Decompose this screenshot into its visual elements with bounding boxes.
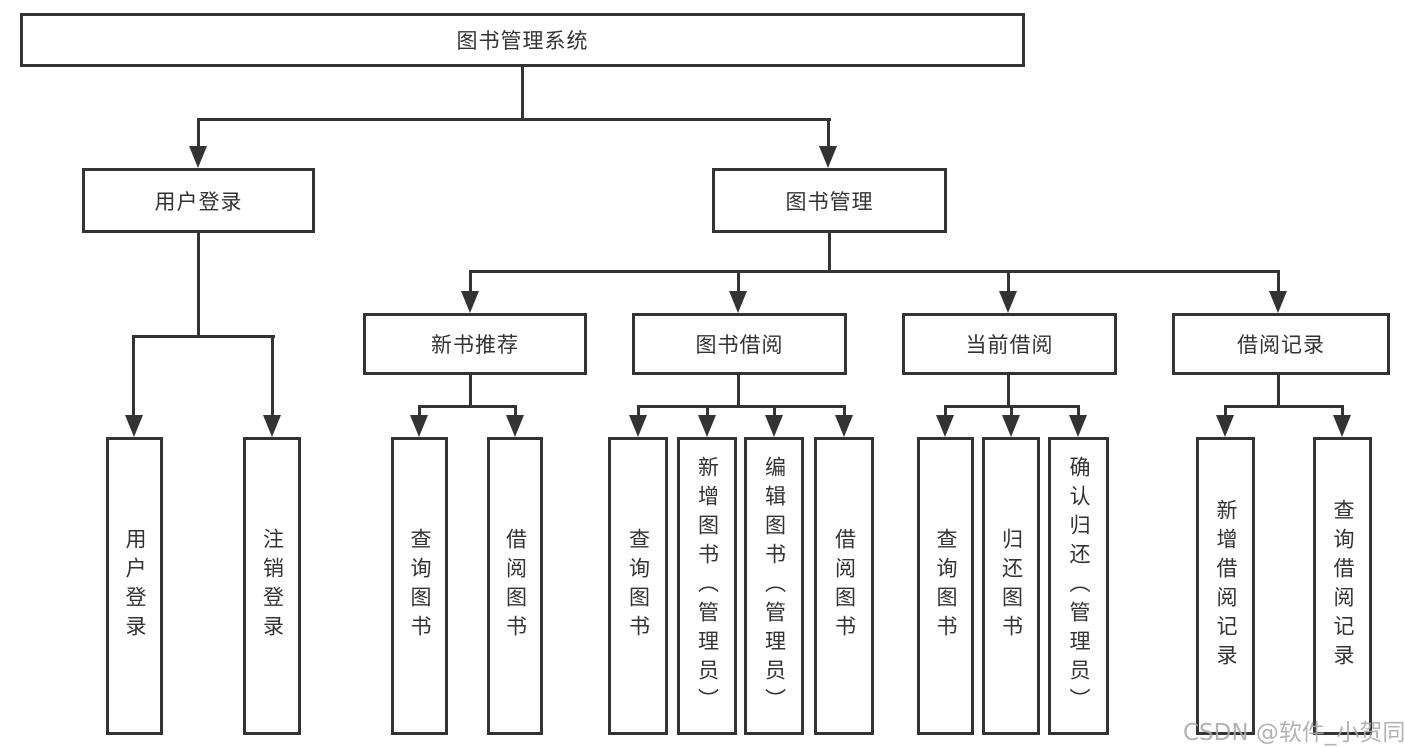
connector-line (828, 233, 831, 273)
connector-line (1010, 405, 1013, 419)
node-book-borrow: 图书借阅 (632, 313, 847, 375)
arrow-down-icon (698, 415, 716, 437)
leaf-bb-query-books: 查询图书 (608, 437, 668, 735)
arrow-down-icon (765, 415, 783, 437)
connector-line (469, 270, 1280, 273)
arrow-down-icon (1269, 291, 1287, 313)
node-current-borrow: 当前借阅 (902, 313, 1117, 375)
arrow-down-icon (835, 415, 853, 437)
node-borrow-records: 借阅记录 (1172, 313, 1390, 375)
connector-line (773, 405, 776, 419)
connector-line (521, 67, 524, 119)
connector-line (737, 270, 740, 295)
arrow-down-icon (1069, 415, 1087, 437)
connector-line (1077, 405, 1080, 419)
arrow-down-icon (1216, 415, 1234, 437)
arrow-down-icon (263, 415, 281, 437)
arrow-down-icon (819, 146, 837, 168)
arrow-down-icon (999, 291, 1017, 313)
leaf-bb-add-books-admin: 新增图书（管理员） (677, 437, 737, 735)
connector-line (1224, 405, 1227, 419)
connector-line (197, 118, 200, 150)
arrow-down-icon (125, 415, 143, 437)
arrow-down-icon (729, 291, 747, 313)
node-root: 图书管理系统 (20, 13, 1025, 67)
leaf-user-login: 用户登录 (106, 437, 163, 735)
connector-line (706, 405, 709, 419)
leaf-cb-query-books: 查询图书 (917, 437, 974, 735)
node-user-login: 用户登录 (82, 168, 315, 233)
connector-line (637, 405, 845, 408)
arrow-down-icon (189, 146, 207, 168)
connector-line (197, 118, 831, 121)
leaf-bb-borrow-books: 借阅图书 (814, 437, 874, 735)
connector-line (469, 270, 472, 295)
leaf-nb-borrow-books: 借阅图书 (487, 437, 543, 735)
connector-line (843, 405, 846, 419)
connector-line (1007, 270, 1010, 295)
connector-line (197, 233, 200, 337)
arrow-down-icon (410, 415, 428, 437)
node-new-book-recommend: 新书推荐 (363, 313, 587, 375)
arrow-down-icon (629, 415, 647, 437)
connector-line (418, 405, 421, 419)
connector-line (514, 405, 517, 419)
connector-line (1277, 375, 1280, 407)
connector-line (1224, 405, 1343, 408)
arrow-down-icon (1333, 415, 1351, 437)
connector-line (1277, 270, 1280, 295)
leaf-cb-confirm-return-admin: 确认归还（管理员） (1048, 437, 1109, 735)
connector-line (1007, 375, 1010, 407)
connector-line (637, 405, 640, 419)
connector-line (737, 375, 740, 407)
node-book-management: 图书管理 (712, 168, 947, 233)
arrow-down-icon (461, 291, 479, 313)
leaf-cb-return-books: 归还图书 (982, 437, 1040, 735)
leaf-bb-edit-books-admin: 编辑图书（管理员） (744, 437, 804, 735)
connector-line (132, 335, 135, 419)
connector-line (271, 335, 274, 419)
leaf-br-query-record: 查询借阅记录 (1313, 437, 1372, 735)
leaf-br-add-record: 新增借阅记录 (1196, 437, 1255, 735)
leaf-nb-query-books: 查询图书 (391, 437, 448, 735)
arrow-down-icon (936, 415, 954, 437)
connector-line (1341, 405, 1344, 419)
connector-line (827, 118, 830, 150)
leaf-logout: 注销登录 (243, 437, 301, 735)
connector-line (132, 335, 275, 338)
arrow-down-icon (1002, 415, 1020, 437)
connector-line (469, 375, 472, 407)
connector-line (418, 405, 516, 408)
arrow-down-icon (506, 415, 524, 437)
connector-line (944, 405, 947, 419)
